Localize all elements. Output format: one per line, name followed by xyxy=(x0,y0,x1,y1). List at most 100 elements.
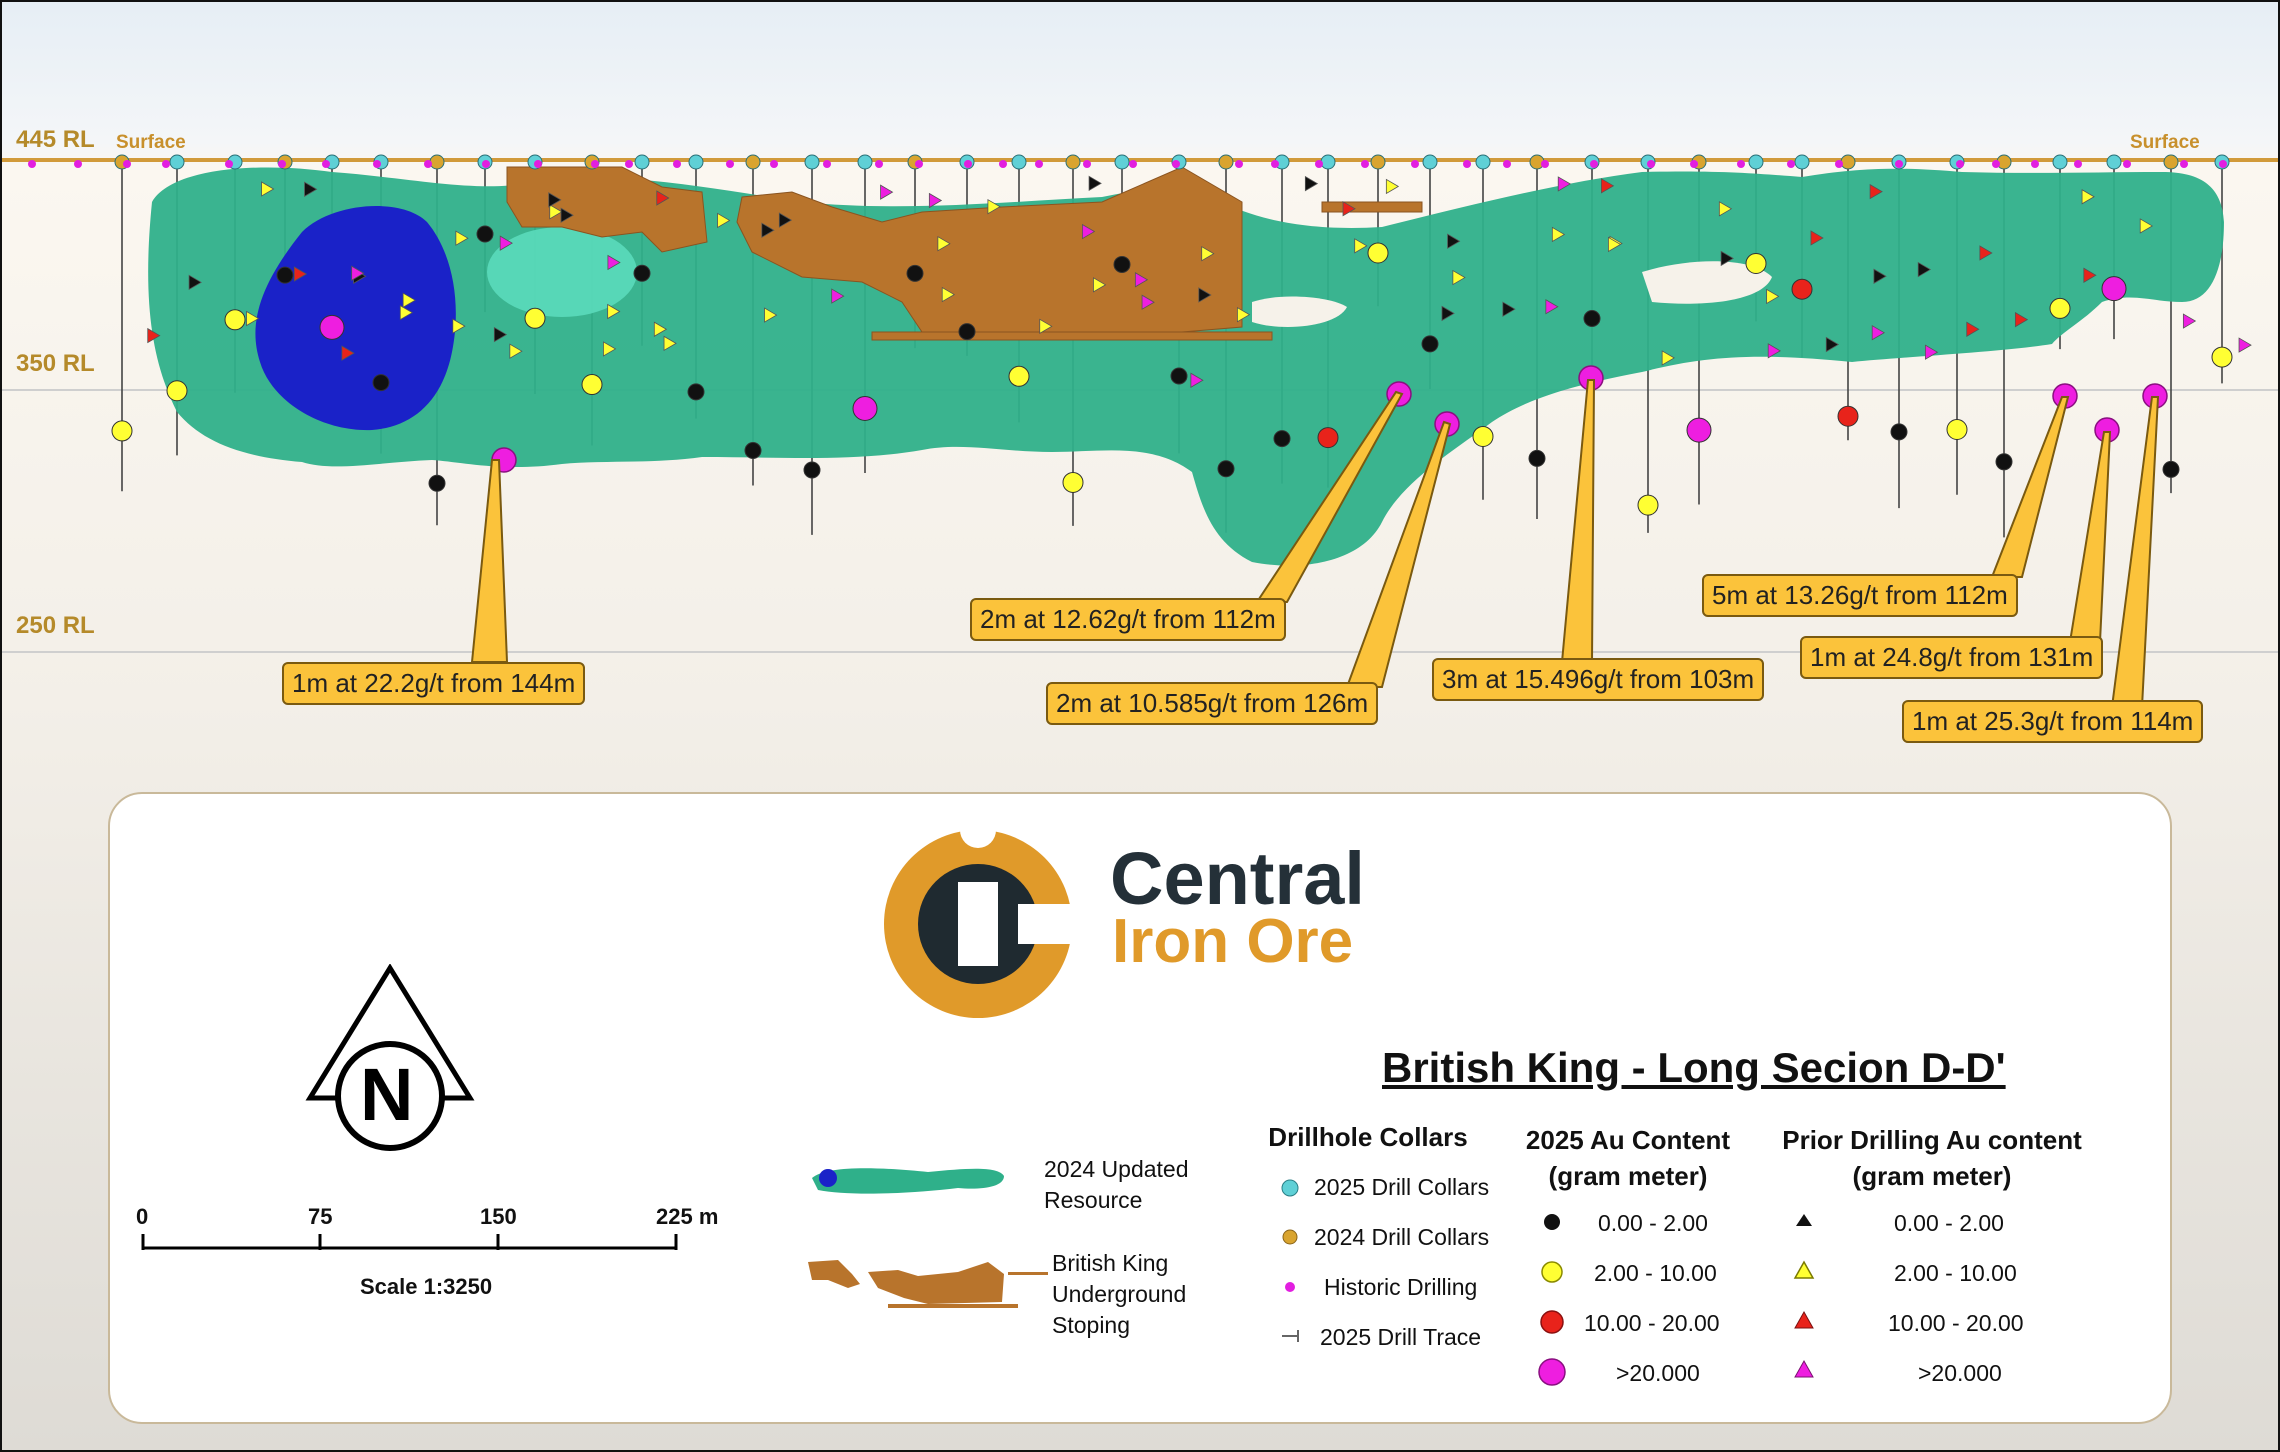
prior-drilling-marker xyxy=(1441,305,1455,322)
prior-drilling-marker xyxy=(761,222,775,238)
au2025-10-20-icon xyxy=(1540,1310,1564,1334)
drill-collar xyxy=(1475,154,1491,170)
prior-drilling-marker xyxy=(2139,218,2154,234)
prior-drilling-marker xyxy=(1924,344,1939,360)
prior-drilling-marker xyxy=(560,207,574,223)
prior-drilling-marker xyxy=(778,212,793,228)
au2025-range-label: >20.000 xyxy=(1616,1360,1700,1386)
section-drawing xyxy=(2,154,2278,708)
intercept-marker xyxy=(803,461,821,479)
prior-drilling-marker xyxy=(1190,372,1204,388)
historic-collar xyxy=(875,160,883,168)
intercept-marker xyxy=(958,323,976,341)
drill-collar xyxy=(1794,154,1810,170)
prior-drilling-marker xyxy=(1551,226,1566,243)
legend-title: British King - Long Secion D-D' xyxy=(1382,1044,2006,1091)
logo-text-central: Central xyxy=(1110,837,1365,920)
intercept-marker xyxy=(1008,365,1030,387)
prior-20-plus-icon xyxy=(1794,1359,1814,1378)
intercept-marker xyxy=(2211,346,2233,368)
prior-drilling-marker xyxy=(1979,245,1993,261)
intercept-marker xyxy=(1367,242,1389,264)
historic-drilling-icon xyxy=(1285,1282,1295,1292)
collar-2025-icon xyxy=(1281,1179,1299,1197)
intercept-marker xyxy=(852,395,878,421)
historic-collar xyxy=(1463,160,1471,168)
historic-collar xyxy=(1315,160,1323,168)
rl-label-350: 350 RL xyxy=(16,350,95,377)
north-label: N xyxy=(360,1053,414,1136)
historic-collar xyxy=(1129,160,1137,168)
historic-collar xyxy=(2074,160,2082,168)
historic-collar xyxy=(2031,160,2039,168)
intercept-marker xyxy=(1890,423,1908,441)
prior-drilling-marker xyxy=(304,181,318,197)
au2025-2-10-icon xyxy=(1541,1261,1563,1283)
historic-collar xyxy=(1590,160,1598,168)
prior-drilling-marker xyxy=(1718,201,1733,217)
intercept-callout: 3m at 15.496g/t from 103m xyxy=(1432,658,1765,701)
prior-2-10-icon xyxy=(1793,1260,1815,1279)
grade-markers xyxy=(111,175,2252,516)
prior-10-20-icon xyxy=(1794,1310,1814,1329)
prior-drilling-marker xyxy=(399,304,414,321)
historic-collar xyxy=(1271,160,1279,168)
intercept-marker xyxy=(1170,367,1188,385)
historic-collar xyxy=(2219,160,2227,168)
intercept-marker xyxy=(1217,460,1235,478)
prior-drilling-marker xyxy=(717,212,731,229)
prior-drilling-marker xyxy=(1869,183,1883,200)
high-grade-core xyxy=(255,205,456,431)
drill-collar xyxy=(1011,154,1027,170)
historic-collar xyxy=(1083,160,1091,168)
intercept-marker xyxy=(1472,425,1494,447)
prior-drilling-marker xyxy=(1917,261,1932,278)
collar-2025-label: 2025 Drill Collars xyxy=(1314,1174,1490,1200)
intercept-marker xyxy=(372,374,390,392)
collar-2024-label: 2024 Drill Collars xyxy=(1314,1224,1490,1250)
prior-range-label: 0.00 - 2.00 xyxy=(1894,1210,2004,1236)
historic-collar xyxy=(2123,160,2131,168)
prior-drilling-marker xyxy=(1545,299,1559,315)
drill-collar xyxy=(2106,154,2122,170)
historic-collar xyxy=(1503,160,1511,168)
au2025-0-2-icon xyxy=(1544,1214,1560,1230)
intercept-marker xyxy=(2101,276,2127,302)
prior-drilling-marker xyxy=(1354,238,1368,254)
surface-label-right: Surface xyxy=(2130,132,2200,153)
prior-drilling-marker xyxy=(2182,313,2197,329)
callout-leaders xyxy=(470,379,2160,708)
historic-collar xyxy=(322,160,330,168)
intercept-marker xyxy=(224,309,246,331)
prior-drilling-marker xyxy=(1447,233,1461,249)
historic-collar xyxy=(1895,160,1903,168)
prior-drilling-marker xyxy=(246,310,260,327)
resource-void xyxy=(1252,296,1347,327)
prior-drilling-marker xyxy=(607,254,621,271)
prior-drilling-marker xyxy=(1966,321,1980,337)
scale-tick-150: 150 xyxy=(480,1204,517,1229)
historic-collar xyxy=(424,160,432,168)
scale-tick-75: 75 xyxy=(308,1204,333,1229)
intercept-marker xyxy=(1637,494,1659,516)
historic-collar xyxy=(726,160,734,168)
drill-collar xyxy=(1218,154,1234,170)
historic-collar xyxy=(625,160,633,168)
prior-drilling-marker xyxy=(293,266,308,282)
drill-collar xyxy=(634,154,650,170)
prior-drilling-marker xyxy=(1608,236,1622,253)
drill-collar xyxy=(2052,154,2068,170)
prior-drilling-marker xyxy=(603,341,617,357)
prior-drilling-marker xyxy=(1093,277,1107,293)
intercept-marker xyxy=(1273,430,1291,448)
prior-drilling-marker xyxy=(941,286,956,303)
intercept-marker xyxy=(166,380,188,402)
historic-collar xyxy=(915,160,923,168)
au2025-range-label: 2.00 - 10.00 xyxy=(1594,1260,1717,1286)
historic-collar xyxy=(1361,160,1369,168)
long-section: 445 RL 350 RL 250 RL Surface Surface 1m … xyxy=(2,2,2278,772)
intercept-marker xyxy=(2049,297,2071,319)
intercept-marker xyxy=(1421,335,1439,353)
historic-collar xyxy=(1172,160,1180,168)
